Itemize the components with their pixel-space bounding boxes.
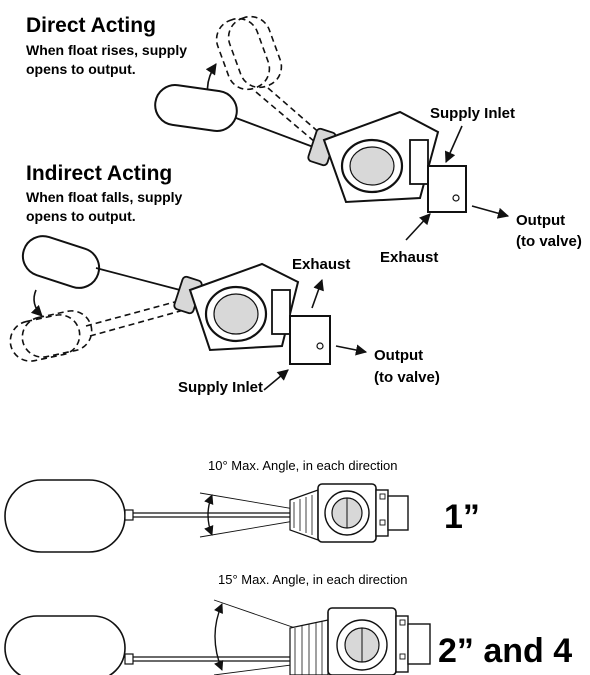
indirect-acting-desc-1: When float falls, supply — [26, 189, 183, 205]
direct-output-sub-label: (to valve) — [516, 233, 582, 250]
direct-exhaust-label: Exhaust — [380, 249, 438, 266]
direct-output-arrow — [471, 205, 510, 219]
indirect-acting-title: Indirect Acting — [26, 162, 172, 185]
size-2-4in-float — [4, 615, 126, 675]
direct-output-label: Output — [516, 212, 565, 229]
size-2-4in-label: 2” and 4 — [438, 632, 572, 670]
direct-acting-title: Direct Acting — [26, 14, 156, 37]
size-1in-section: 10° Max. Angle, in each direction 1” — [4, 458, 480, 553]
indirect-acting-desc-2: opens to output. — [26, 208, 136, 224]
size-2-4in-float-cap — [124, 653, 134, 665]
indirect-acting-section: Indirect Acting When float falls, supply… — [9, 162, 440, 396]
indirect-float — [21, 235, 181, 291]
indirect-exhaust-label: Exhaust — [292, 256, 350, 273]
direct-acting-desc-1: When float rises, supply — [26, 42, 187, 58]
indirect-supply-inlet-label: Supply Inlet — [178, 379, 263, 396]
direct-ghost-float — [215, 15, 331, 149]
size-1in-label: 1” — [444, 498, 480, 536]
size-1in-angle-note: 10° Max. Angle, in each direction — [208, 458, 397, 473]
size-1in-float-cap — [124, 509, 134, 521]
indirect-ghost-float — [9, 299, 185, 362]
indirect-supply-inlet-arrow — [263, 369, 289, 391]
direct-acting-desc-2: opens to output. — [26, 61, 136, 77]
indirect-output-sub-label: (to valve) — [374, 369, 440, 386]
indirect-exhaust-arrow — [311, 278, 324, 309]
direct-acting-section: Direct Acting When float rises, supply o… — [26, 14, 582, 266]
size-2-4in-angle-arc — [213, 603, 224, 671]
size-2-4in-angle-note: 15° Max. Angle, in each direction — [218, 572, 407, 587]
direct-switch-body — [307, 110, 467, 213]
size-1in-float — [4, 479, 126, 553]
size-1in-angle-arc — [204, 494, 214, 536]
indirect-output-label: Output — [374, 347, 423, 364]
size-1in-switch — [289, 483, 409, 543]
direct-exhaust-arrow — [405, 213, 431, 241]
indirect-switch-body — [173, 262, 331, 365]
direct-supply-inlet-label: Supply Inlet — [430, 105, 515, 122]
indirect-fall-arrow — [30, 289, 43, 317]
direct-float — [154, 84, 317, 149]
direct-supply-inlet-arrow — [444, 125, 463, 164]
indirect-output-arrow — [335, 344, 368, 356]
size-2-4in-section: 15° Max. Angle, in each direction 2” and… — [4, 572, 572, 675]
size-2-4in-switch — [289, 607, 431, 675]
